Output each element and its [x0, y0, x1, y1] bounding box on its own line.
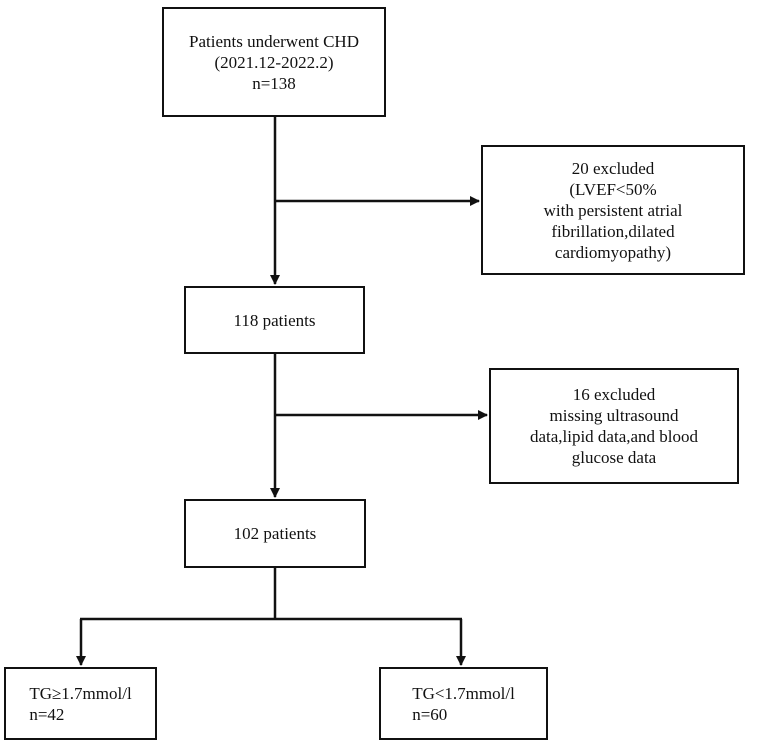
exclusion-2-line-3: data,lipid data,and blood: [529, 427, 699, 446]
group-tg-low-box: TG<1.7mmol/l n=60: [379, 667, 548, 740]
exclusion-1-line-3: with persistent atrial: [543, 200, 683, 220]
exclusion-1-line-4: fibrillation,dilated: [551, 221, 675, 241]
exclusion-2-line-4: glucose data: [571, 448, 657, 467]
group-tg-low-line-1: TG<1.7mmol/l: [412, 683, 515, 703]
exclusion-2-box: 16 excluded missing ultrasound data,lipi…: [489, 368, 739, 484]
start-line-3: n=138: [252, 73, 296, 93]
exclusion-1-line-2: (LVEF<50%: [569, 179, 657, 199]
exclusion-2-line-1: 16 excluded: [572, 385, 656, 404]
step-102-text: 102 patients: [234, 523, 317, 544]
step-102-line-1: 102 patients: [233, 524, 317, 543]
group-tg-high-text: TG≥1.7mmol/l n=42: [29, 683, 131, 725]
step-118-text: 118 patients: [234, 310, 316, 331]
group-tg-high-line-1: TG≥1.7mmol/l: [29, 683, 132, 703]
exclusion-1-box: 20 excluded (LVEF<50% with persistent at…: [481, 145, 745, 275]
step-118-line-1: 118 patients: [233, 310, 316, 330]
group-tg-low-line-2: n=60: [412, 704, 448, 724]
step-118-box: 118 patients: [184, 286, 365, 354]
start-line-1: Patients underwent CHD: [189, 31, 359, 51]
group-tg-low-text: TG<1.7mmol/l n=60: [412, 683, 515, 725]
exclusion-1-line-5: cardiomyopathy): [554, 242, 672, 262]
group-tg-high-line-2: n=42: [29, 704, 65, 724]
exclusion-2-text: 16 excluded missing ultrasound data,lipi…: [530, 384, 698, 468]
step-102-box: 102 patients: [184, 499, 366, 568]
exclusion-2-line-2: missing ultrasound: [549, 406, 679, 425]
start-box-text: Patients underwent CHD (2021.12-2022.2) …: [189, 31, 359, 94]
start-box: Patients underwent CHD (2021.12-2022.2) …: [162, 7, 386, 117]
group-tg-high-box: TG≥1.7mmol/l n=42: [4, 667, 157, 740]
start-line-2: (2021.12-2022.2): [214, 52, 334, 72]
exclusion-1-line-1: 20 excluded: [571, 158, 655, 178]
exclusion-1-text: 20 excluded (LVEF<50% with persistent at…: [544, 158, 683, 263]
